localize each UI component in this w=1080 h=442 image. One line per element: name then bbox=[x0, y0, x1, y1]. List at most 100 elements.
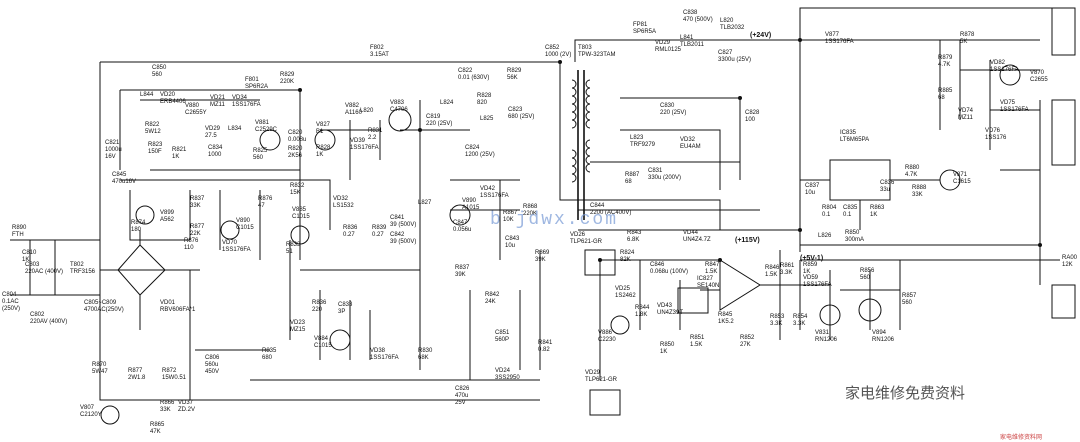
label-t802: T802 TRF3156 bbox=[70, 262, 96, 275]
label-c831: C831 330u (200V) bbox=[648, 168, 682, 181]
label-l820b: L820 TLB2032 bbox=[720, 18, 745, 31]
label-r880: R880 4.7K bbox=[905, 165, 920, 178]
label-v877: V877 1SS176FA bbox=[825, 32, 854, 45]
label-c837: C837 10u bbox=[805, 183, 820, 196]
label-c852: C852 1000 (2V) bbox=[545, 45, 572, 58]
label-c835: C835 0.1 bbox=[843, 205, 858, 218]
label-l825: L825 bbox=[480, 116, 494, 122]
label-c834: C834 1000 bbox=[208, 145, 223, 158]
label-c819: C819 220 (25V) bbox=[426, 114, 453, 127]
label-c833: C833 3P bbox=[338, 302, 353, 315]
label-c822: C822 0.01 (630V) bbox=[458, 68, 490, 81]
label-vd26: VD26 TLP621-GR bbox=[570, 232, 603, 245]
label-r804: R804 0.1 bbox=[822, 205, 837, 218]
label-v807: V807 C2120Y bbox=[80, 405, 102, 418]
label-r823: R823 150F bbox=[148, 142, 163, 155]
label-r867: R867 10K bbox=[503, 210, 518, 223]
label-vd59: VD59 1SS176FA bbox=[803, 275, 832, 288]
label-r846: R846 1.5K bbox=[765, 265, 780, 278]
label-r890: R890 FTH bbox=[12, 225, 27, 238]
label-r836: R836 0.27 bbox=[343, 225, 358, 238]
label-vd82: VD82 1SS176FA bbox=[990, 60, 1019, 73]
label-vd42: VD42 1SS176FA bbox=[480, 186, 509, 199]
label-r833: R833 51 bbox=[286, 242, 301, 255]
label-c838: C838 470 (500V) bbox=[683, 10, 713, 23]
label-r877: R877 2W1.8 bbox=[128, 368, 146, 381]
label-r853: R853 3.3K bbox=[770, 314, 785, 327]
label-r859: R859 1K bbox=[803, 262, 818, 275]
label-r861: R861 3.3K bbox=[780, 263, 795, 276]
label-r835: R835 680 bbox=[262, 348, 277, 361]
label-l824: L824 bbox=[440, 100, 454, 106]
label-v899: V899 A562 bbox=[160, 210, 175, 223]
label-ra00: RA00 12K bbox=[1062, 255, 1078, 268]
label-v827: V827 B1 bbox=[316, 122, 331, 135]
label-v871: V871 C1615 bbox=[953, 172, 971, 185]
label-r877b: R877 22K bbox=[190, 224, 205, 237]
label-r845: R845 1K5.2 bbox=[718, 312, 734, 325]
label-v890: V890 C1015 bbox=[236, 218, 254, 231]
label-f801: F801 SP6R2A bbox=[245, 77, 269, 90]
label-r842: R842 24K bbox=[485, 292, 500, 305]
label-r857: R857 560 bbox=[902, 293, 917, 306]
label-vd21: VD21 MZ11 bbox=[210, 95, 226, 108]
label-r828b: R828 820 bbox=[477, 93, 492, 106]
label-c841: C841 39 (500V) bbox=[390, 215, 417, 228]
label-vd38: VD38 1SS176FA bbox=[370, 348, 399, 361]
label-r876: R876 110 bbox=[184, 238, 199, 251]
label-v886: V886 C2230 bbox=[598, 330, 616, 343]
label-vd24: VD24 3SS2950 bbox=[495, 368, 520, 381]
label-r837: R837 33K bbox=[190, 196, 205, 209]
label-vd23: VD23 MZ15 bbox=[290, 320, 306, 333]
label-c824: C824 1200 (25V) bbox=[465, 145, 495, 158]
label-c846: C846 0.068u (100V) bbox=[650, 262, 689, 275]
label-r850b: R850 300mA bbox=[845, 230, 865, 243]
label-r887: R887 68 bbox=[625, 172, 640, 185]
label-vd75: VD75 1SS176FA bbox=[1000, 100, 1029, 113]
label-v881: V881 C2529C bbox=[255, 120, 278, 133]
label-r851: R851 1.5K bbox=[690, 335, 705, 348]
label-vd29b: VD29 RML0125 bbox=[655, 40, 682, 53]
label-r843: R843 6.8K bbox=[627, 230, 642, 243]
label-vd32: VD32 LS1532 bbox=[333, 196, 354, 209]
watermark-corner: 家电维修资料网 bbox=[1000, 434, 1043, 441]
label-l823: L823 TRF9279 bbox=[630, 135, 656, 148]
label-c842: C842 39 (500V) bbox=[390, 232, 417, 245]
label-r847: R847 1.5K bbox=[705, 262, 720, 275]
label-vd70: VD70 1SS176FA bbox=[222, 240, 251, 253]
label-c820: C820 0.008u bbox=[288, 130, 307, 143]
label-vd34: VD34 1SS176FA bbox=[232, 95, 261, 108]
label-r831: R831 2.2 bbox=[368, 128, 383, 141]
label-vd32b: VD32 EU4AM bbox=[680, 137, 701, 150]
label-t803: T803 TPW-323TAM bbox=[578, 45, 616, 58]
label-c830: C830 220 (25V) bbox=[660, 103, 687, 116]
label-r866: R866 33K bbox=[160, 400, 175, 413]
label-r824: R824 82K bbox=[620, 250, 635, 263]
label-l826: L826 bbox=[818, 233, 832, 239]
label-r837b: R837 39K bbox=[455, 265, 470, 278]
label-r850: R850 1K bbox=[660, 342, 675, 355]
label-l834: L834 bbox=[228, 126, 242, 132]
label-c851: C851 560P bbox=[495, 330, 510, 343]
label-c803: C803 220AC (400V) bbox=[25, 262, 64, 275]
label-r874: R874 180 bbox=[131, 220, 146, 233]
label-vd44: VD44 UN4Z4.7Z bbox=[683, 230, 711, 243]
label-v894: V894 RN1206 bbox=[872, 330, 895, 343]
label-c804: C804 0.1AC (250V) bbox=[2, 292, 21, 312]
label-r878: R878 5K bbox=[960, 32, 975, 45]
label-r865: R865 47K bbox=[150, 422, 165, 435]
label-ic827: IC827 SE140N bbox=[697, 276, 720, 289]
label-vd39: VD39 1SS176FA bbox=[350, 138, 379, 151]
label-c843: C843 10u bbox=[505, 236, 520, 249]
watermark-text: 家电维修免费资料 bbox=[845, 384, 966, 402]
label-c850: C850 560 bbox=[152, 65, 167, 78]
label-c810: C810 1K bbox=[22, 250, 37, 263]
label-v831: V831 RN1206 bbox=[815, 330, 838, 343]
label-fp81: FP81 SP6R5A bbox=[633, 22, 657, 35]
label-vd43: VD43 UN4Z39T bbox=[657, 303, 684, 316]
label-c805: C805~C809 4700AC(250V) bbox=[84, 300, 124, 313]
rail-24v-label: (+24V) bbox=[750, 32, 772, 39]
label-c823: C823 680 (25V) bbox=[508, 107, 535, 120]
